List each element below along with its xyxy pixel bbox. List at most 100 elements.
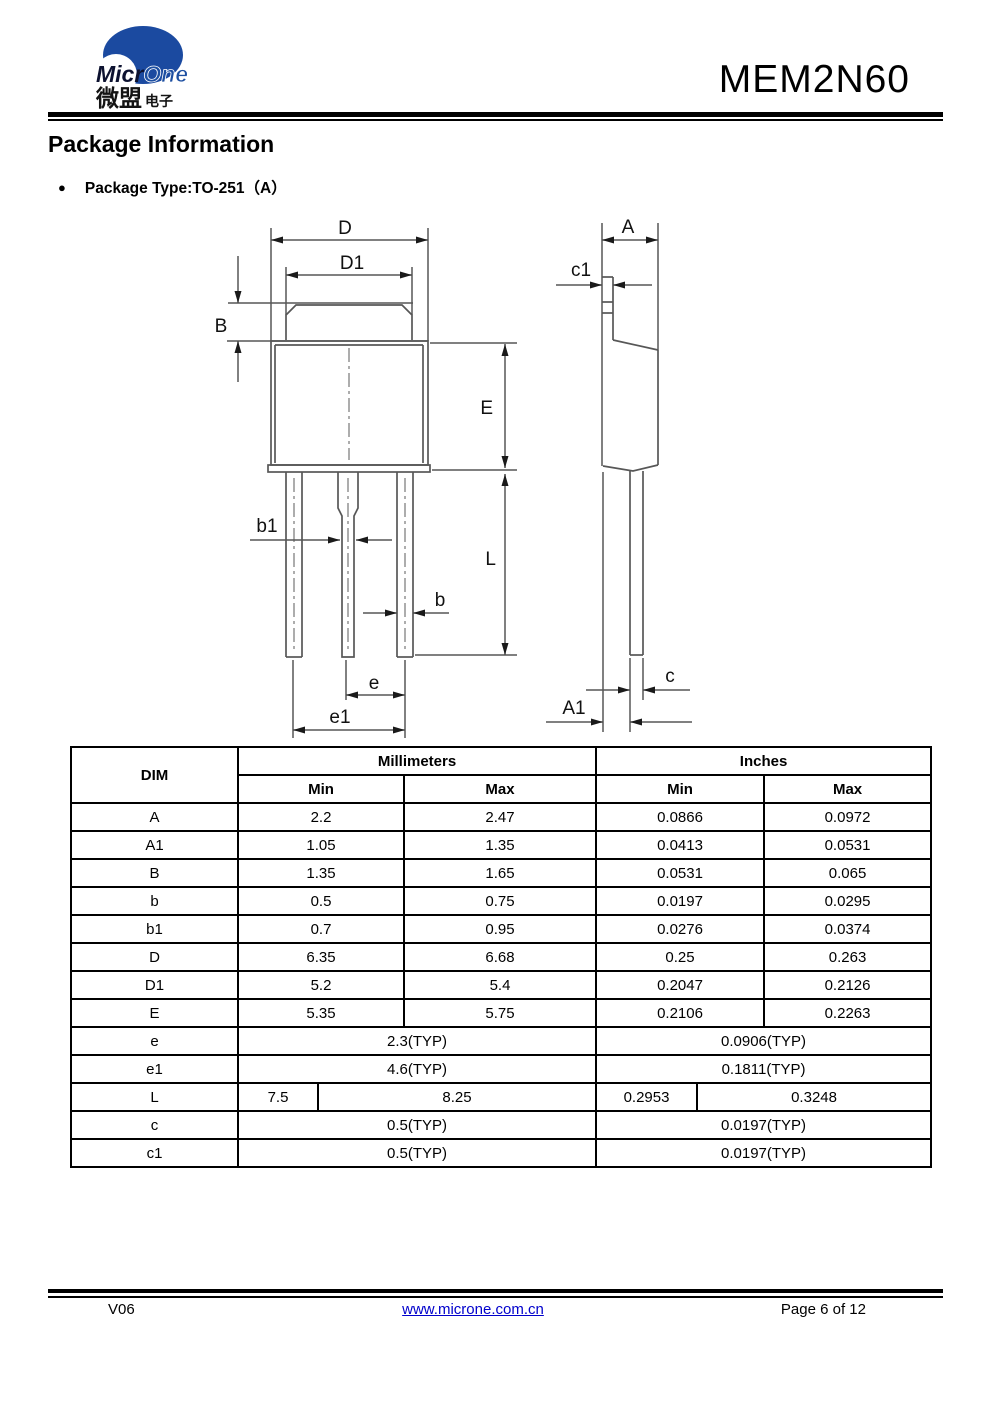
value-cell: 0.2106 — [595, 998, 766, 1028]
microne-logo: MicrOne 微盟电子 — [95, 26, 189, 111]
value-cell: 0.0295 — [763, 886, 933, 916]
dim-cell: c — [70, 1110, 239, 1140]
value-cell: 0.0531 — [595, 858, 766, 888]
dim-label-e1: e1 — [329, 707, 350, 728]
table-row: e 2.3(TYP) 0.0906(TYP) — [70, 1026, 933, 1056]
value-cell: 6.35 — [237, 942, 405, 972]
dim-cell: e1 — [70, 1054, 239, 1084]
logo-brand-text: MicrOne — [96, 61, 188, 87]
value-cell: 0.95 — [402, 914, 598, 944]
footer-rule-thin — [48, 1296, 943, 1298]
table-row: L 7.5 8.25 0.2953 0.3248 — [70, 1082, 933, 1112]
footer-page-number: Page 6 of 12 — [780, 1301, 866, 1318]
value-cell: 2.2 — [237, 802, 405, 832]
logo-chinese-text: 微盟电子 — [95, 85, 173, 111]
table-row: c1 0.5(TYP) 0.0197(TYP) — [70, 1138, 933, 1168]
table-row: E 5.35 5.75 0.2106 0.2263 — [70, 998, 933, 1028]
value-cell: 1.35 — [402, 830, 598, 860]
value-cell: 0.0972 — [763, 802, 933, 832]
table-row: b1 0.7 0.95 0.0276 0.0374 — [70, 914, 933, 944]
value-cell: 0.2263 — [763, 998, 933, 1028]
value-cell: 0.5 — [237, 886, 405, 916]
table-row: e1 4.6(TYP) 0.1811(TYP) — [70, 1054, 933, 1084]
header-rule-thick — [48, 112, 943, 117]
value-cell: 7.5 — [237, 1082, 319, 1112]
dim-label-b1: b1 — [256, 516, 277, 537]
side-view — [601, 223, 659, 732]
value-cell: 2.47 — [402, 802, 598, 832]
value-cell: 0.2047 — [595, 970, 766, 1000]
footer-version: V06 — [108, 1301, 135, 1318]
value-cell: 0.5(TYP) — [236, 1138, 598, 1168]
table-header-row: DIM Millimeters Inches — [70, 746, 933, 804]
value-cell: 0.0374 — [763, 914, 933, 944]
value-cell: 1.35 — [237, 858, 405, 888]
dim-label-c1: c1 — [571, 260, 591, 281]
package-type-label: Package Type:TO-251（A） — [84, 180, 287, 197]
logo-white-circle — [95, 54, 137, 96]
dim-cell: e — [70, 1026, 239, 1056]
dim-cell: D1 — [70, 970, 239, 1000]
value-cell: 1.65 — [402, 858, 598, 888]
front-view-dimensions: D D1 B E L b1 — [215, 218, 509, 734]
part-number-title: MEM2N60 — [718, 58, 910, 101]
value-cell: 0.3248 — [696, 1082, 933, 1112]
value-cell: 0.0197(TYP) — [595, 1110, 933, 1140]
dim-cell: b1 — [70, 914, 239, 944]
value-cell: 0.0866 — [595, 802, 766, 832]
dim-label-D: D — [338, 218, 352, 239]
dim-cell: L — [70, 1082, 239, 1112]
col-group-inches: Inches — [595, 746, 933, 776]
table-subheader-row: Min Max Min Max — [71, 774, 933, 804]
dim-label-E: E — [480, 398, 493, 419]
value-cell: 2.3(TYP) — [236, 1026, 598, 1056]
side-view-dimensions: A c1 c A1 — [546, 217, 692, 726]
value-cell: 0.0197(TYP) — [595, 1138, 933, 1168]
value-cell: 0.2953 — [595, 1082, 699, 1112]
table-row: D 6.35 6.68 0.25 0.263 — [70, 942, 933, 972]
value-cell: 4.6(TYP) — [236, 1054, 598, 1084]
value-cell: 0.263 — [763, 942, 933, 972]
table-row: A1 1.05 1.35 0.0413 0.0531 — [70, 830, 933, 860]
dim-cell: E — [70, 998, 239, 1028]
col-header-in-max: Max — [763, 774, 933, 804]
dim-label-A: A — [622, 217, 635, 238]
dim-label-e: e — [369, 673, 380, 694]
dimension-table: DIM Millimeters Inches Min Max Min Max A… — [70, 746, 933, 1168]
table-row: b 0.5 0.75 0.0197 0.0295 — [70, 886, 933, 916]
value-cell: 0.065 — [763, 858, 933, 888]
dim-label-B: B — [215, 316, 228, 337]
value-cell: 0.5(TYP) — [236, 1110, 598, 1140]
package-type-row: ● Package Type:TO-251（A） — [58, 176, 287, 198]
dim-cell: B — [70, 858, 239, 888]
value-cell: 8.25 — [316, 1082, 598, 1112]
website-link[interactable]: www.microne.com.cn — [402, 1301, 544, 1318]
value-cell: 0.1811(TYP) — [595, 1054, 933, 1084]
value-cell: 5.4 — [402, 970, 598, 1000]
col-header-dim: DIM — [70, 746, 239, 804]
value-cell: 0.75 — [402, 886, 598, 916]
value-cell: 0.7 — [237, 914, 405, 944]
value-cell: 5.2 — [237, 970, 405, 1000]
bullet-icon: ● — [58, 179, 66, 195]
value-cell: 1.05 — [237, 830, 405, 860]
dim-label-A1: A1 — [562, 698, 585, 719]
dim-cell: A — [70, 802, 239, 832]
dim-cell: b — [70, 886, 239, 916]
dim-label-D1: D1 — [340, 253, 364, 274]
front-view — [227, 228, 517, 738]
value-cell: 5.35 — [237, 998, 405, 1028]
value-cell: 0.0906(TYP) — [595, 1026, 933, 1056]
table-row: c 0.5(TYP) 0.0197(TYP) — [70, 1110, 933, 1140]
footer-link-wrap: www.microne.com.cn — [0, 1301, 946, 1318]
col-group-millimeters: Millimeters — [236, 746, 598, 776]
dim-label-c: c — [665, 666, 675, 687]
table-row: B 1.35 1.65 0.0531 0.065 — [70, 858, 933, 888]
page-title: Package Information — [48, 131, 275, 157]
dim-label-L: L — [485, 549, 496, 570]
package-drawing: D D1 B E L b1 — [215, 217, 692, 738]
table-row: D1 5.2 5.4 0.2047 0.2126 — [70, 970, 933, 1000]
value-cell: 6.68 — [402, 942, 598, 972]
dim-cell: D — [70, 942, 239, 972]
